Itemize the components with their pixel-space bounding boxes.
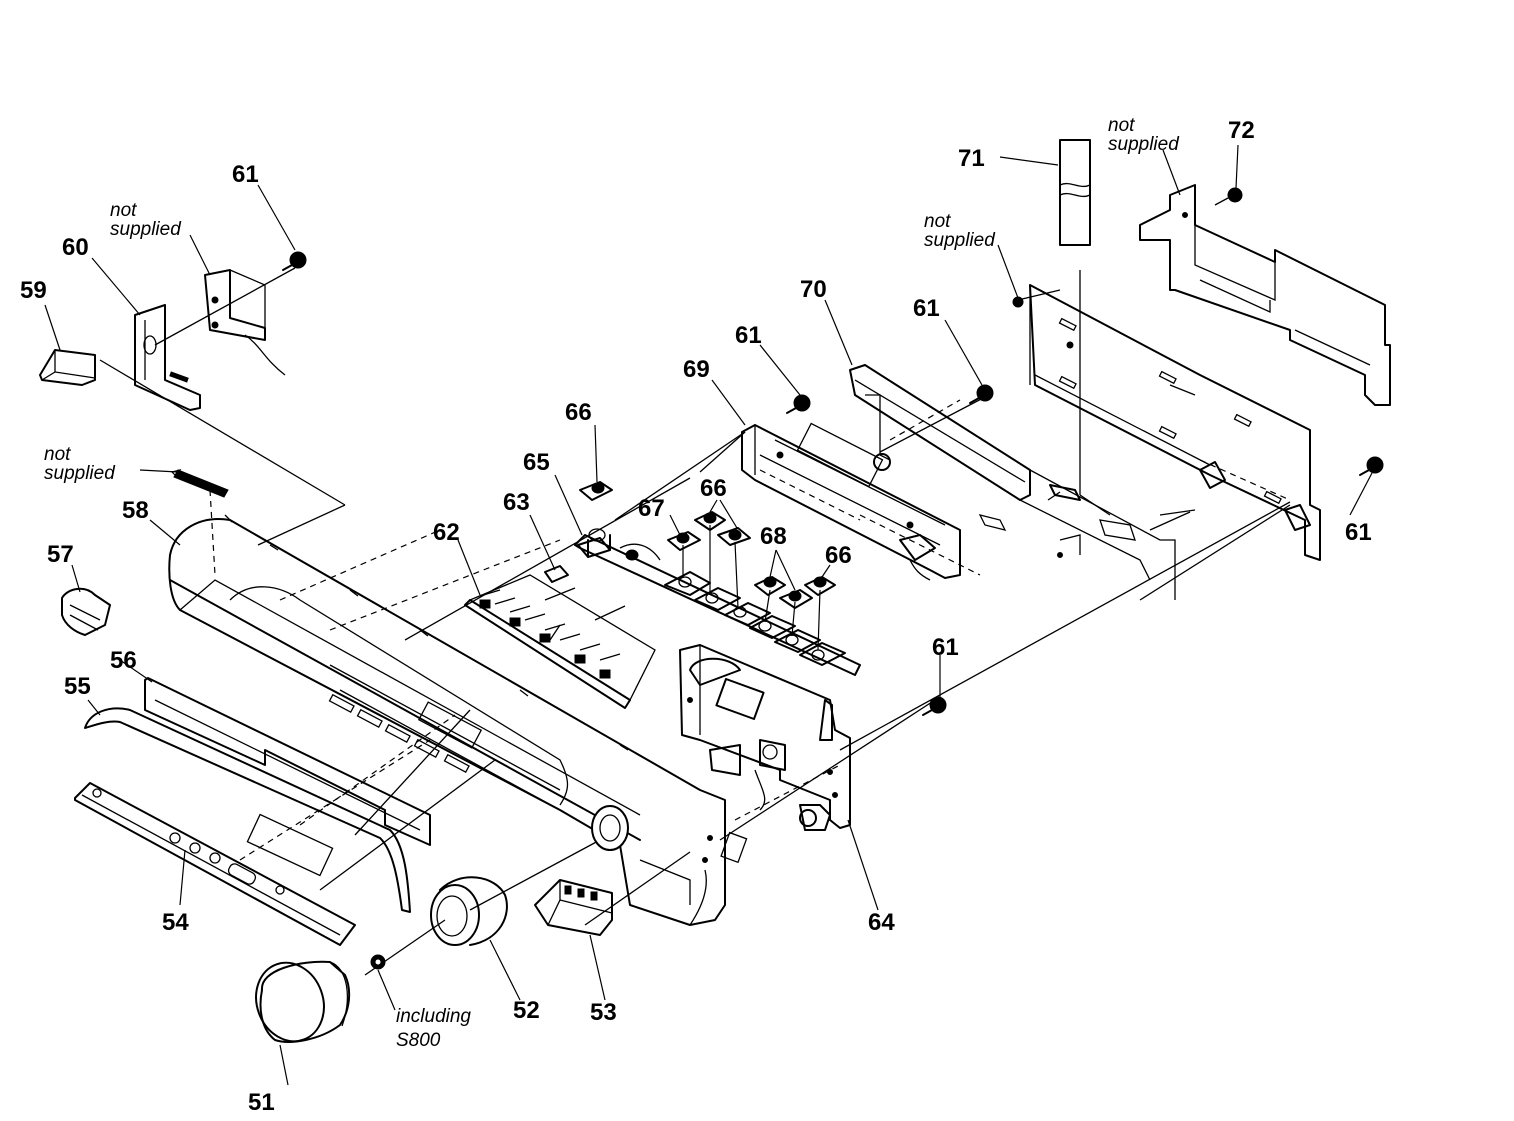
part-53-cap: [534, 879, 613, 936]
callout-56: 56: [110, 647, 137, 674]
part-56-panel: [144, 677, 431, 877]
callout-68: 68: [760, 523, 787, 550]
callout-60: 60: [62, 234, 89, 261]
callout-labels: 51 52 53 54 55 56 57 58 59 60 61 61 61 6…: [20, 117, 1372, 1116]
part-64-side-board: [679, 644, 851, 831]
part-70-bracket: [849, 364, 1176, 600]
note-line: not: [110, 200, 137, 221]
callout-66-b: 66: [700, 475, 727, 502]
part-58-front-panel: [168, 514, 748, 926]
callout-55: 55: [64, 673, 91, 700]
note-line: including: [396, 1006, 471, 1027]
callout-63: 63: [503, 489, 530, 516]
callout-71: 71: [958, 145, 985, 172]
part-51-knob: [255, 960, 351, 1043]
part-54-plate: [74, 782, 356, 946]
callout-70: 70: [800, 276, 827, 303]
callout-57: 57: [47, 541, 74, 568]
note-line: not: [1108, 115, 1135, 136]
callout-65: 65: [523, 449, 550, 476]
note-line: supplied: [44, 463, 116, 484]
notes: not supplied not supplied not supplied n…: [44, 115, 1180, 1051]
screw-61-e: [922, 696, 947, 716]
callout-61-b: 61: [735, 322, 762, 349]
callout-66-a: 66: [565, 399, 592, 426]
callout-58: 58: [122, 497, 149, 524]
callout-53: 53: [590, 999, 617, 1026]
note-line: supplied: [924, 230, 996, 251]
screw-61-b: [786, 394, 811, 414]
part-55-strip: [84, 707, 411, 913]
part-62-switch-board: [464, 574, 656, 709]
callout-59: 59: [20, 277, 47, 304]
part-67-cap: [667, 531, 701, 551]
part-66-cap-c: [804, 576, 836, 596]
note-not-supplied-2: not supplied: [44, 444, 116, 484]
note-not-supplied-4: not supplied: [1108, 115, 1180, 155]
callout-51: 51: [248, 1089, 275, 1116]
screw-61-d: [1359, 456, 1384, 476]
note-including-s800: including S800: [396, 1006, 476, 1051]
callout-61-a: 61: [232, 161, 259, 188]
part-68-caps: [754, 576, 813, 609]
callout-61-e: 61: [932, 634, 959, 661]
callout-61-c: 61: [913, 295, 940, 322]
not-supplied-connector: [173, 469, 229, 498]
leader-lines: [44, 144, 1373, 1086]
note-line: not: [924, 211, 951, 232]
note-line: supplied: [1108, 134, 1180, 155]
part-s800-washer: [370, 954, 386, 970]
part-66-cap-b: [694, 511, 751, 546]
rear-top-plate: [1139, 184, 1391, 406]
part-66-cap-a: [579, 481, 613, 501]
note-line: S800: [396, 1030, 441, 1051]
callout-52: 52: [513, 997, 540, 1024]
part-57-small-part: [61, 587, 111, 636]
note-not-supplied-1: not supplied: [110, 200, 182, 240]
note-line: supplied: [110, 219, 182, 240]
switch-board-lower: [574, 525, 861, 676]
callout-67: 67: [638, 495, 665, 522]
not-supplied-bracket-left: [204, 269, 286, 376]
callout-54: 54: [162, 909, 189, 936]
note-not-supplied-3: not supplied: [924, 211, 996, 251]
callout-62: 62: [433, 519, 460, 546]
part-52-ring: [430, 876, 508, 946]
part-69-board: [741, 422, 961, 581]
screw-61-c: [969, 384, 994, 404]
callout-66-c: 66: [825, 542, 852, 569]
callout-64: 64: [868, 909, 895, 936]
rear-chassis: [978, 284, 1321, 561]
part-63-clip: [544, 565, 569, 583]
note-line: not: [44, 444, 71, 465]
part-71-flat-cable: [1059, 139, 1091, 246]
screw-61-a: [282, 251, 307, 271]
callout-61-d: 61: [1345, 519, 1372, 546]
part-59-bracket: [39, 349, 96, 386]
callout-72: 72: [1228, 117, 1255, 144]
dashed-guides: [209, 399, 1291, 861]
callout-69: 69: [683, 356, 710, 383]
part-60-bracket: [134, 304, 201, 411]
